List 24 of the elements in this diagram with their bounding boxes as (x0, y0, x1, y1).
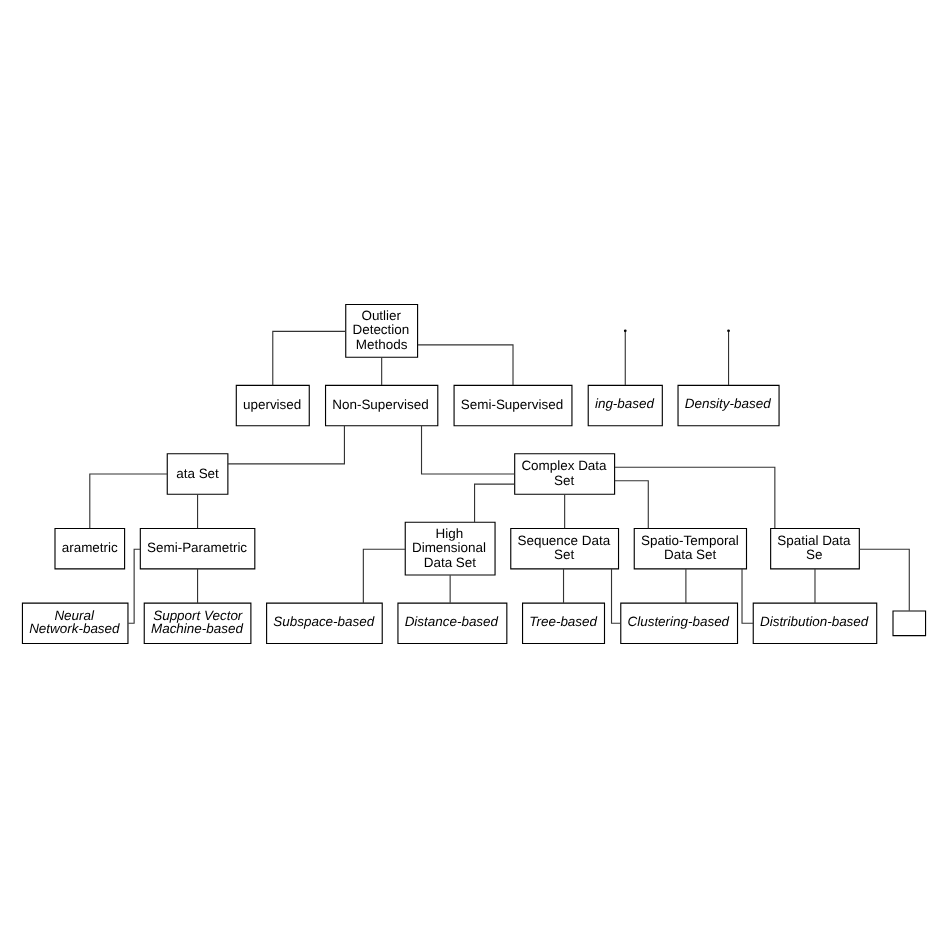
connector (417, 344, 514, 386)
connector (741, 568, 754, 624)
connector (614, 480, 649, 529)
connector (728, 331, 730, 386)
connector (227, 425, 345, 465)
connector (197, 568, 199, 604)
connector (362, 548, 406, 604)
connector (474, 483, 515, 523)
connector (858, 548, 910, 612)
connector (449, 574, 451, 604)
connector (610, 568, 622, 624)
connector (127, 548, 141, 624)
connector (624, 331, 626, 386)
connector (197, 493, 199, 529)
connector (814, 568, 816, 604)
connector (89, 473, 168, 529)
connector (564, 493, 566, 529)
connector (562, 568, 565, 604)
connector (420, 425, 516, 475)
connector (685, 568, 687, 604)
connector (381, 356, 383, 386)
connector (272, 330, 347, 386)
connector (614, 466, 776, 529)
node-box (892, 610, 927, 637)
